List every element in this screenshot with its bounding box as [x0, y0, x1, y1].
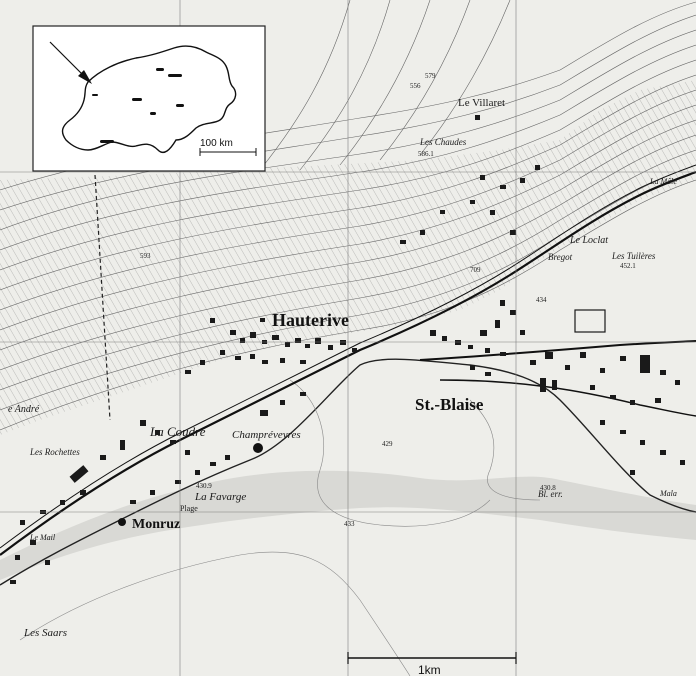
label-st-blaise: St.-Blaise — [415, 395, 484, 414]
label-le-mail: Le Mail — [29, 533, 56, 542]
elevation-hill-3: 579 — [425, 72, 436, 80]
switzerland-outline — [61, 45, 237, 154]
buildings — [10, 115, 685, 584]
lake-shallow-band — [0, 470, 696, 580]
label-les-chaudes: Les Chaudes — [419, 137, 467, 147]
elevation-lake-b: 433 — [344, 520, 355, 528]
label-monruz: Monruz — [132, 517, 180, 532]
label-plage: Plage — [180, 504, 198, 513]
lake-shoreline — [0, 358, 696, 586]
monruz-marker — [118, 518, 126, 526]
tower-marker — [253, 443, 263, 453]
elevation-hill-2: 586.1 — [418, 150, 434, 158]
elevation-shore-2: 430.8 — [540, 484, 556, 492]
elevation-lake: 429 — [382, 440, 393, 448]
main-scale-label: 1km — [418, 663, 441, 676]
elevation-labels: 429 433 430.9 430.8 434 452.1 556 586.1 … — [140, 72, 636, 528]
inset-scale-label: 100 km — [200, 138, 233, 149]
inset-frame — [32, 25, 266, 172]
label-hauterive: Hauterive — [272, 310, 349, 330]
railway-line-secondary — [0, 164, 696, 549]
location-arrow-icon — [49, 41, 92, 84]
funicular-track — [94, 174, 111, 421]
elevation-town-2: 452.1 — [620, 262, 636, 270]
label-la-favarge: La Favarge — [194, 491, 246, 503]
label-le-loclat: Le Loclat — [569, 235, 608, 246]
label-les-tuileres: Les Tuilères — [611, 251, 656, 261]
label-bregot: Bregot — [548, 252, 573, 262]
elevation-shore-1: 430.9 — [196, 482, 212, 490]
label-la-male: La Mâle — [649, 177, 677, 186]
label-les-saars: Les Saars — [23, 627, 67, 639]
lake-depth-contours — [19, 379, 541, 676]
inset-lakes — [92, 68, 184, 143]
main-road-b — [439, 379, 696, 417]
inset-locator-map: 100 km — [32, 25, 266, 172]
elevation-town-1: 434 — [536, 296, 547, 304]
label-la-coudre: La Coudre — [149, 424, 206, 439]
label-le-villaret: Le Villaret — [458, 97, 505, 109]
label-les-rochettes: Les Rochettes — [29, 447, 80, 457]
label-champreveyres: Champréveyres — [232, 429, 301, 441]
railway-line — [0, 170, 696, 556]
label-st-andre: e André — [8, 404, 40, 415]
elevation-hill-4: 709 — [470, 266, 481, 274]
elevation-hill-5: 593 — [140, 252, 151, 260]
label-bl-err: Bl. err. — [538, 489, 563, 499]
main-scale-bar: 1km — [347, 652, 517, 676]
elevation-hill-1: 556 — [410, 82, 421, 90]
label-maladiere: Mala — [659, 489, 677, 498]
